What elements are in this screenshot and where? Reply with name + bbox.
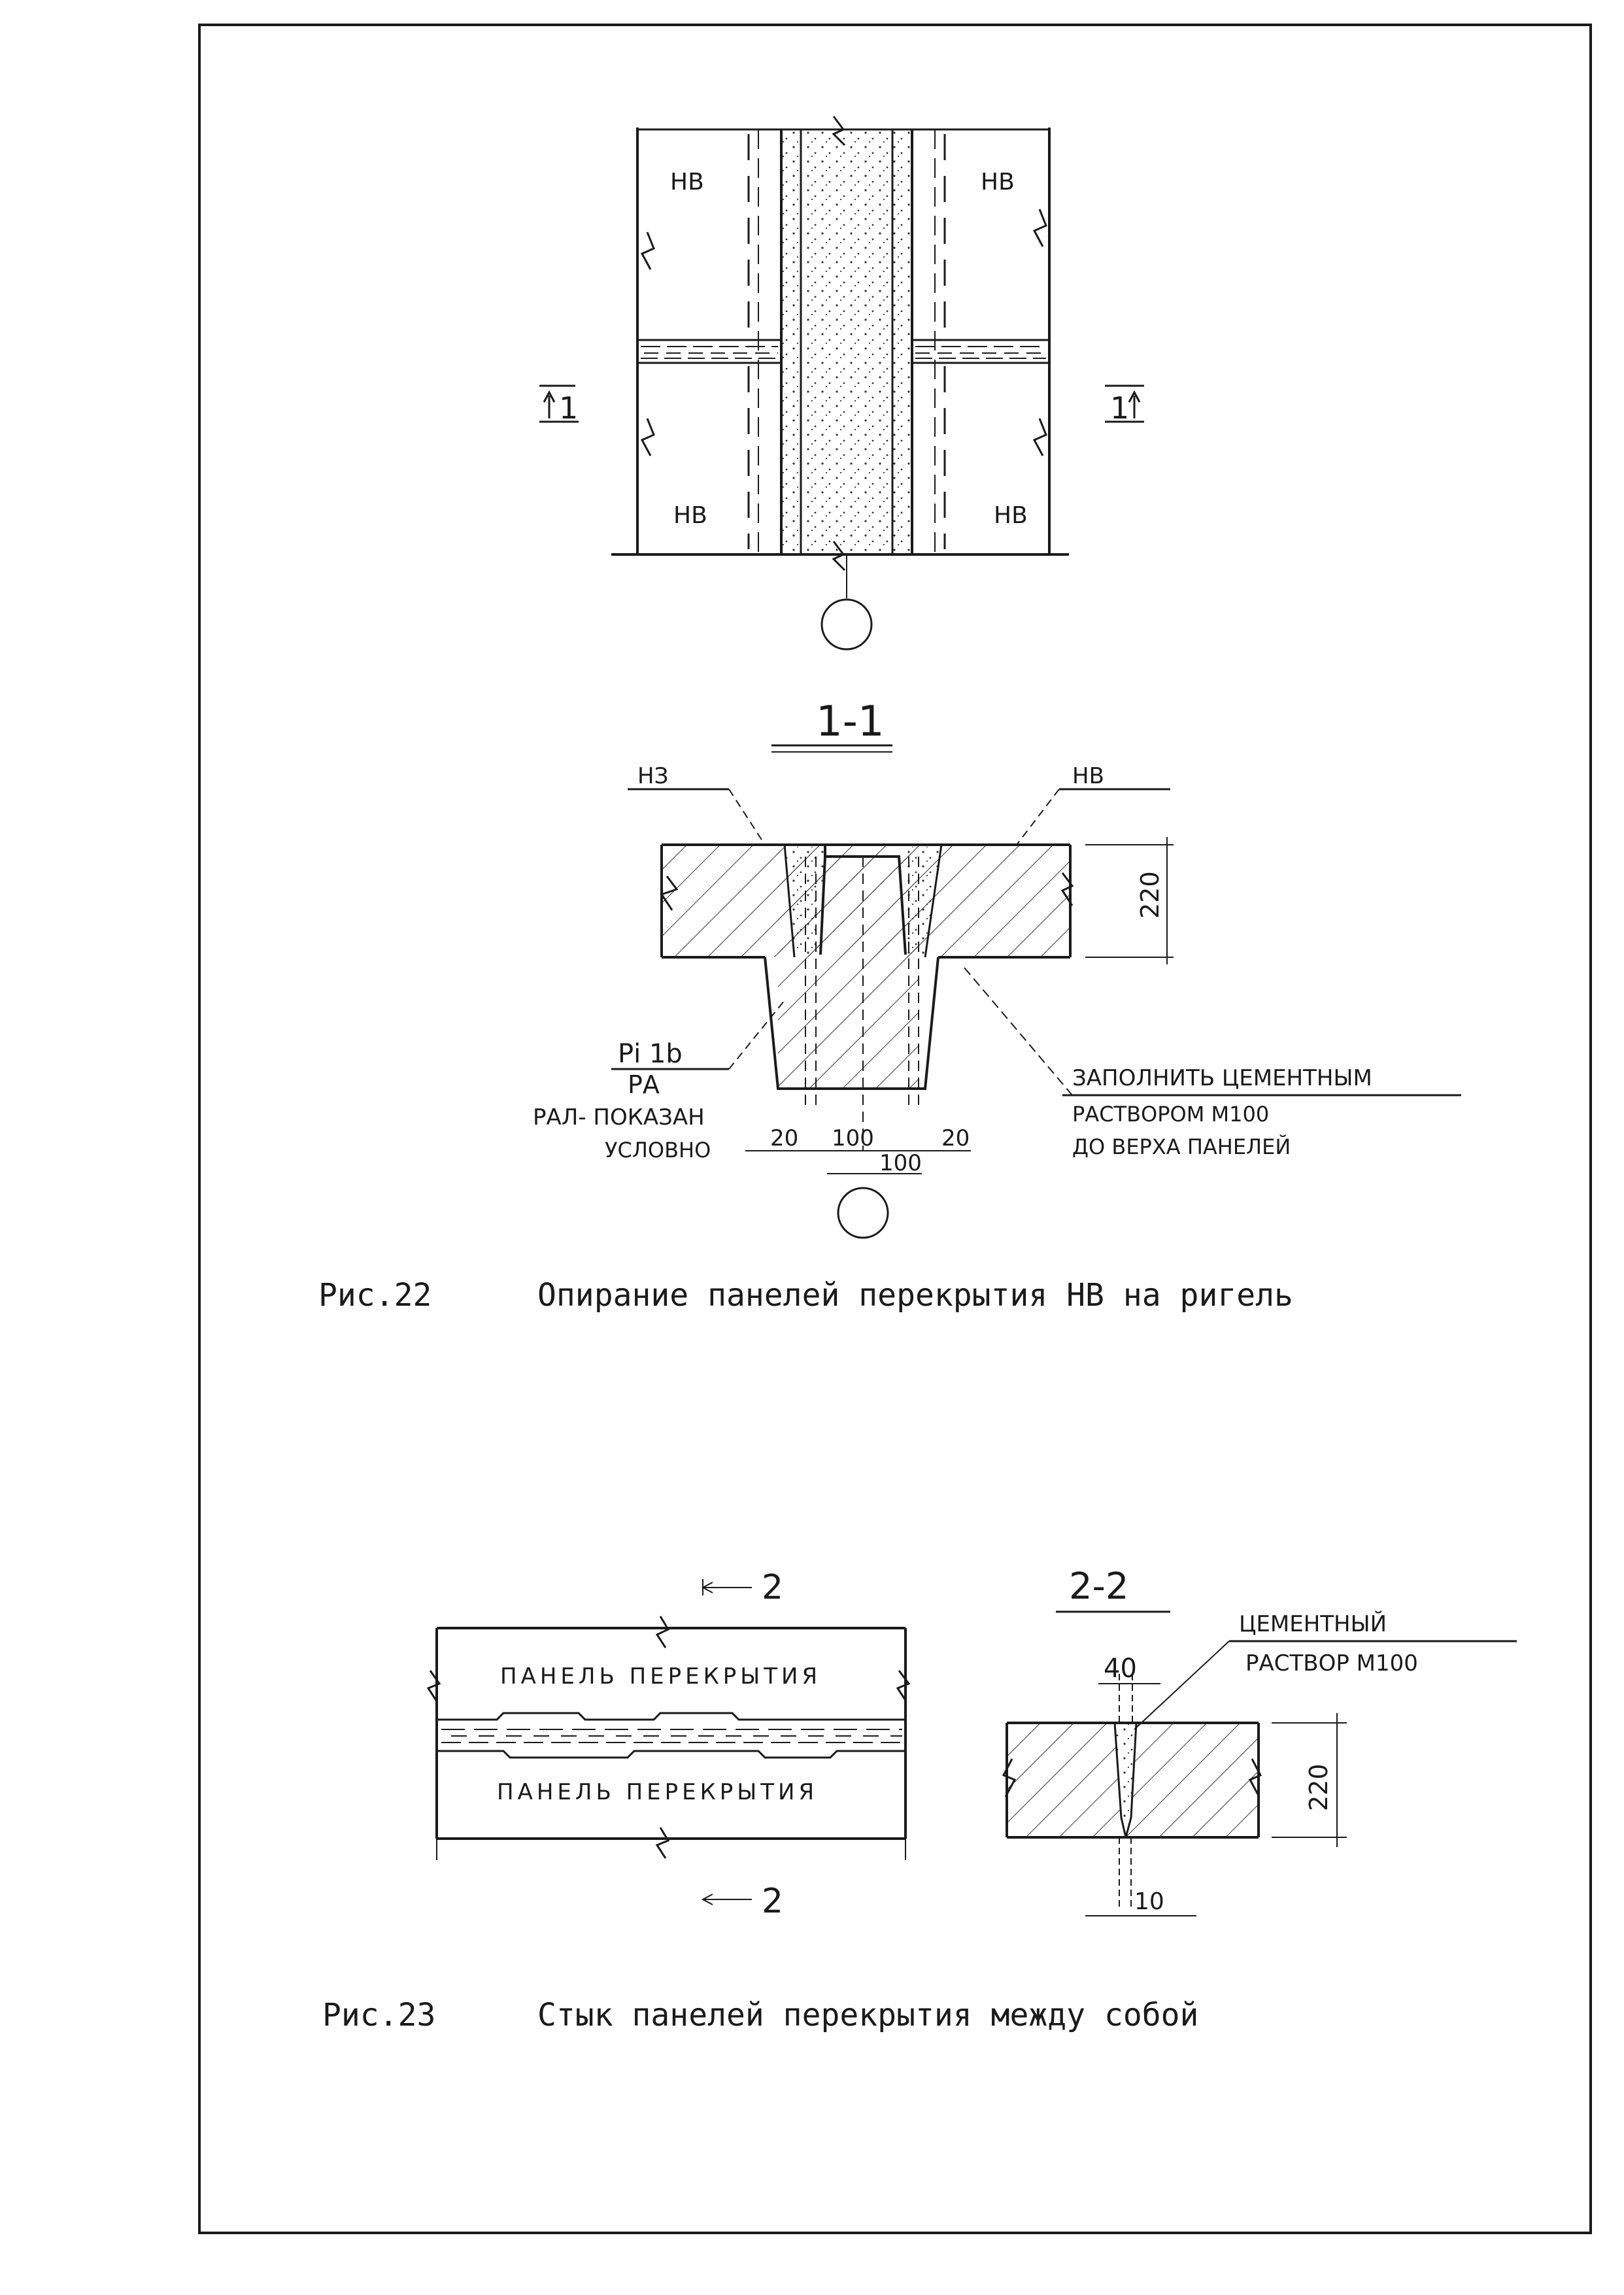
rebar-sublabel: РА	[628, 1070, 660, 1099]
note-rebar-conditional: УСЛОВНО	[605, 1138, 711, 1163]
sheet-frame	[198, 24, 1592, 2234]
figure-caption: Опирание панелей перекрытия НВ на ригель	[537, 1277, 1293, 1314]
panel-label: НВ	[981, 169, 1015, 196]
note-fill-mortar: ДО ВЕРХА ПАНЕЛЕЙ	[1072, 1134, 1291, 1159]
panel-label: НВ	[670, 169, 704, 196]
panel-label-right: НВ	[1072, 763, 1104, 789]
axis-marker	[837, 1187, 889, 1239]
dimension: 40	[1104, 1654, 1137, 1684]
dimension-height: 220	[1136, 871, 1164, 919]
section-marker: 1	[1110, 390, 1129, 426]
panel-label: ПАНЕЛЬ ПЕРЕКРЫТИЯ	[497, 1779, 818, 1805]
panel-joint-plan: 2 ПАНЕЛЬ ПЕРЕКРЫТИЯ ПАНЕЛЬ ПЕРЕКРЫТИЯ 2	[426, 1568, 911, 1921]
figure-number: Рис.23	[322, 1997, 435, 2033]
panel-label: НВ	[994, 502, 1028, 529]
axis-marker	[820, 598, 873, 651]
note-rebar-conditional: РАЛ- ПОКАЗАН	[533, 1104, 705, 1130]
rebar-label: Рi 1b	[618, 1039, 683, 1069]
section-marker: 2	[762, 1568, 783, 1607]
dimension: 100	[832, 1125, 874, 1151]
section-2-2: 2-2 40 ЦЕМЕНТНЫЙ РАСТВОР М100 220 10	[1002, 1565, 1517, 1916]
dimension-height: 220	[1304, 1763, 1333, 1811]
note-fill-mortar: ЗАПОЛНИТЬ ЦЕМЕНТНЫМ	[1072, 1065, 1372, 1091]
note-cement-mortar: ЦЕМЕНТНЫЙ	[1239, 1610, 1387, 1637]
section-marker: 2	[762, 1882, 783, 1921]
panel-label: ПАНЕЛЬ ПЕРЕКРЫТИЯ	[500, 1663, 821, 1690]
section-marker: 1	[559, 390, 578, 426]
dimension: 20	[770, 1125, 798, 1151]
dimension: 10	[1134, 1888, 1164, 1915]
dimension: 20	[941, 1125, 970, 1151]
figure-caption: Стык панелей перекрытия между собой	[537, 1997, 1198, 2033]
dimension: 100	[879, 1150, 922, 1176]
panel-label: НВ	[673, 502, 707, 529]
section-title: 2-2	[1069, 1565, 1128, 1608]
plan-view: НВ НВ НВ НВ 1 1	[539, 116, 1144, 651]
note-fill-mortar: РАСТВОРОМ М100	[1072, 1102, 1269, 1127]
note-cement-mortar: РАСТВОР М100	[1245, 1650, 1418, 1676]
figure-number: Рис.22	[318, 1277, 431, 1314]
section-1-1: 1-1 НЗ НВ	[533, 698, 1461, 1239]
section-title: 1-1	[816, 698, 885, 746]
panel-label-left: НЗ	[637, 763, 668, 789]
